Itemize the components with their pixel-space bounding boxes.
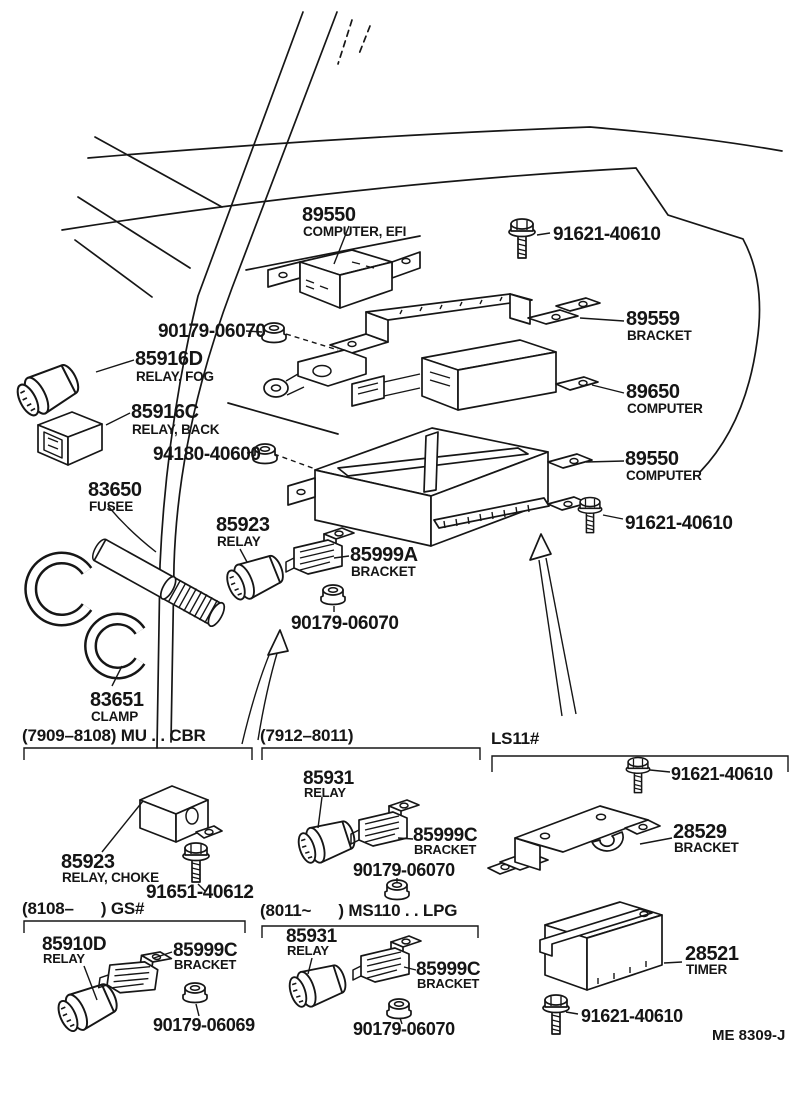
bolt-ls11-top-drawing xyxy=(625,756,651,794)
label-bracket-85999c-b-desc: BRACKET xyxy=(414,842,476,857)
label-timer-28521-part: 28521 xyxy=(685,943,739,965)
label-nut-e: 90179-06070 xyxy=(353,1019,455,1039)
relay-back-drawing xyxy=(37,411,103,466)
label-bracket-85999a-desc: BRACKET xyxy=(351,564,417,579)
label-timer-28521-desc: TIMER xyxy=(686,962,727,977)
section-gs-header: (8108– ) GS# xyxy=(22,899,145,918)
label-computer-89550-desc: COMPUTER xyxy=(626,468,702,483)
label-bolt-ls11-top: 91621-40610 xyxy=(671,764,773,784)
label-relay-back-desc: RELAY, BACK xyxy=(132,422,220,437)
section-mu-cbr: (7909–8108) MU . . CBR 85923 RELAY, CHOK… xyxy=(22,726,254,903)
label-bolt-ls11-bottom: 91621-40610 xyxy=(581,1006,683,1026)
assembly-dashed-lines xyxy=(273,333,339,471)
relay-85923-main-drawing xyxy=(221,549,289,606)
car-body-outline xyxy=(61,11,783,749)
label-bracket-89559-part: 89559 xyxy=(626,308,680,330)
label-computer-efi-part: 89550 xyxy=(302,204,356,226)
section-ms110: (8011~ ) MS110 . . LPG 85931 RELAY 85999… xyxy=(260,901,481,1039)
computer-efi-drawing xyxy=(267,249,421,309)
label-nut-94180: 94180-40600 xyxy=(153,444,261,465)
label-bracket-85999c-d-part: 85999C xyxy=(173,940,238,961)
labels-main: 89550 COMPUTER, EFI 91621-40610 90179-06… xyxy=(88,204,733,724)
nut-e-drawing xyxy=(386,998,412,1020)
relay-choke-drawing xyxy=(101,785,223,853)
label-clamp-desc: CLAMP xyxy=(91,709,138,724)
bracket-85999c-e-drawing xyxy=(352,935,422,983)
bracket-85999a-drawing xyxy=(285,527,355,575)
label-bracket-85999c-d-desc: BRACKET xyxy=(174,957,236,972)
computer-89550-main-drawing xyxy=(287,427,593,547)
label-nut-top: 90179-06070 xyxy=(158,321,266,342)
label-bracket-85999c-e-part: 85999C xyxy=(416,959,481,980)
clamp-drawings xyxy=(24,551,146,680)
label-fusee-desc: FUSEE xyxy=(89,499,133,514)
label-relay-choke-desc: RELAY, CHOKE xyxy=(62,870,159,885)
label-relay-85931-e-part: 85931 xyxy=(286,926,338,947)
label-computer-89650-part: 89650 xyxy=(626,381,680,403)
label-relay-85931-b-desc: RELAY xyxy=(304,785,346,800)
label-bracket-85999c-e-desc: BRACKET xyxy=(417,976,479,991)
section-mu-cbr-header: (7909–8108) MU . . CBR xyxy=(22,726,206,745)
leader-lines-main xyxy=(95,225,625,687)
pointer-arrows xyxy=(241,533,577,745)
label-relay-85910d-desc: RELAY xyxy=(43,951,85,966)
label-bolt-right: 91621-40610 xyxy=(625,513,733,534)
section-ms110-header: (8011~ ) MS110 . . LPG xyxy=(260,901,457,920)
label-relay-85923-part: 85923 xyxy=(216,514,270,536)
page-code: ME 8309-J xyxy=(712,1027,785,1044)
label-nut-d: 90179-06069 xyxy=(153,1015,255,1035)
label-computer-89650-desc: COMPUTER xyxy=(627,401,703,416)
bracket-89559-drawing xyxy=(263,293,601,398)
label-nut-mid: 90179-06070 xyxy=(291,613,399,634)
bolt-top-drawing xyxy=(508,218,536,259)
label-bracket-85999a-part: 85999A xyxy=(350,544,418,566)
label-bolt-91651: 91651-40612 xyxy=(146,882,254,903)
section-7912-header: (7912–8011) xyxy=(260,726,353,745)
bolt-ls11-bottom-drawing xyxy=(542,994,570,1035)
computer-89650-drawing xyxy=(351,339,599,411)
fusee-drawing xyxy=(91,538,226,628)
label-bolt-top: 91621-40610 xyxy=(553,224,661,245)
label-relay-85923-desc: RELAY xyxy=(217,534,261,549)
label-bracket-89559-desc: BRACKET xyxy=(627,328,693,343)
bracket-28529-drawing xyxy=(487,805,661,875)
label-relay-fog-desc: RELAY, FOG xyxy=(136,369,214,384)
label-relay-85910d-part: 85910D xyxy=(42,934,106,955)
relay-85931-e-drawing xyxy=(284,958,351,1013)
label-bracket-85999c-b-part: 85999C xyxy=(413,825,478,846)
bolt-91651-drawing xyxy=(182,842,210,883)
section-ls11: LS11# 91621-40610 xyxy=(487,729,789,1035)
label-relay-choke-part: 85923 xyxy=(61,851,115,873)
relay-85931-b-drawing xyxy=(293,814,360,869)
nut-d-drawing xyxy=(182,982,208,1004)
bolt-right-drawing xyxy=(577,496,603,534)
section-ls11-header: LS11# xyxy=(491,729,540,748)
label-computer-efi-desc: COMPUTER, EFI xyxy=(303,224,406,239)
label-bracket-28529-desc: BRACKET xyxy=(674,840,740,855)
label-nut-b: 90179-06070 xyxy=(353,860,455,880)
section-7912: (7912–8011) 85931 RELAY 85999C BRACKET 9… xyxy=(260,726,481,901)
timer-28521-drawing xyxy=(539,901,663,991)
nut-mid-drawing xyxy=(320,584,346,606)
label-relay-back-part: 85916C xyxy=(131,401,199,423)
label-relay-fog-part: 85916D xyxy=(135,348,203,370)
label-computer-89550-part: 89550 xyxy=(625,448,679,470)
label-relay-85931-b-part: 85931 xyxy=(303,768,355,789)
label-bracket-28529-part: 28529 xyxy=(673,821,727,843)
label-relay-85931-e-desc: RELAY xyxy=(287,943,329,958)
section-gs: (8108– ) GS# 85910D RELAY 85999C BRACKET… xyxy=(22,899,255,1038)
label-clamp-part: 83651 xyxy=(90,689,144,711)
label-fusee-part: 83650 xyxy=(88,479,142,501)
